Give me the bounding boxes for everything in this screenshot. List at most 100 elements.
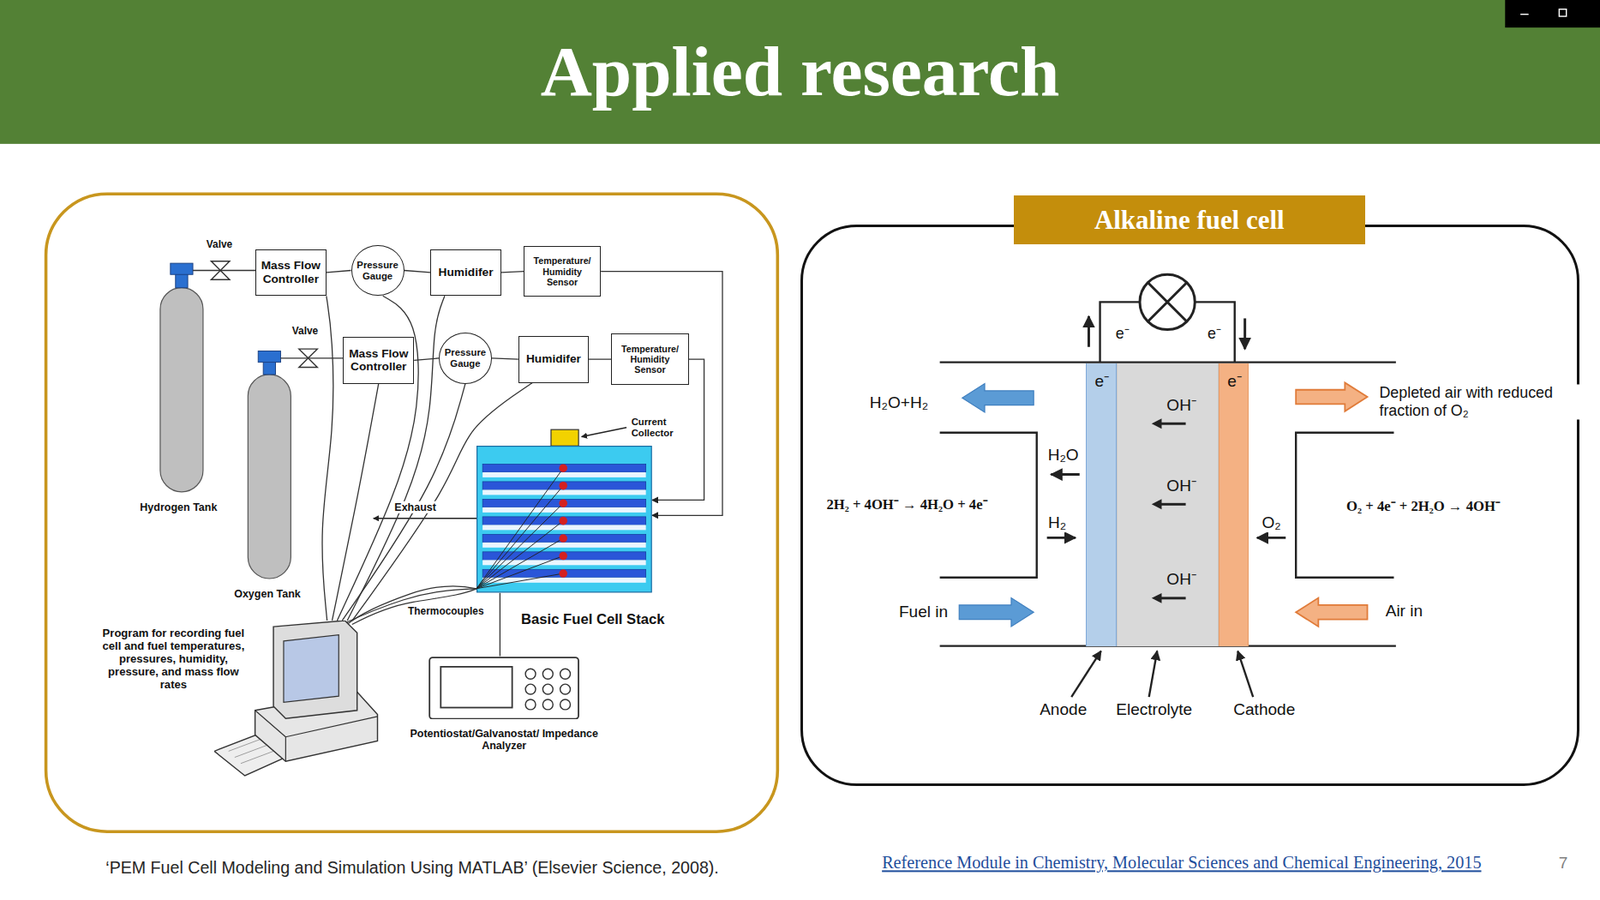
gas-tanks [160, 287, 204, 492]
left-panel-frame [46, 193, 779, 832]
alkaline-cell-drawing [1257, 536, 1286, 540]
valve-label: Valve [290, 325, 320, 338]
box-label: Humidifer [526, 352, 582, 366]
gas-line [491, 358, 519, 360]
analyzer-device [428, 656, 580, 720]
sensor-box: Temperature/ Humidity Sensor [523, 245, 601, 298]
part-label: Thermocouples [406, 606, 486, 619]
alkaline-cell-drawing [1237, 651, 1253, 698]
humidifier-box: Humidifer [518, 335, 589, 384]
reaction-equation: 2H₂ + 4OH⁻ → 4H₂O + 4e⁻ [824, 497, 989, 514]
gas-tanks [257, 351, 281, 363]
signal-wire [341, 383, 466, 621]
gas-tanks [175, 273, 188, 288]
part-label: Cathode [1231, 700, 1297, 720]
alkaline-cell-drawing [1071, 651, 1102, 698]
alkaline-cell-drawing [1295, 382, 1367, 411]
slide-title: Applied research [0, 25, 1600, 118]
gauge-label: Pressure Gauge [353, 259, 402, 282]
electron-label: e⁻ [1086, 372, 1118, 390]
alkaline-cell-drawing [1047, 536, 1076, 540]
species-label: H₂ [1046, 513, 1068, 533]
alkaline-cell-drawing [1194, 301, 1235, 362]
gas-line [404, 270, 432, 273]
box-label: Temperature/ Humidity Sensor [526, 255, 599, 288]
gauge-circle: Pressure Gauge [351, 245, 405, 297]
box-label: Mass Flow Controller [345, 347, 412, 374]
title-bar [1558, 9, 1566, 17]
connector-group [322, 270, 723, 657]
electron-label: e⁻ [1219, 372, 1251, 390]
gas-tanks [160, 263, 291, 579]
fuel-cell-stack-drawing [476, 445, 653, 593]
computer: Program for recording fuel cell and fuel… [214, 620, 383, 782]
gas-line [588, 358, 612, 360]
box-label: Temperature/ Humidity Sensor [613, 343, 686, 376]
electron-label: e⁻ [1205, 324, 1223, 343]
gas-lines-and-valves [280, 357, 344, 359]
flow-label: Fuel in [897, 602, 950, 622]
analyzer-label: Potentiostat/Galvanostat/ Impedance Anal… [407, 727, 600, 753]
signal-wire [332, 383, 379, 621]
stack-label: Basic Fuel Cell Stack [511, 611, 676, 628]
gas-line [326, 270, 352, 273]
flow-label: Air in [1384, 601, 1425, 621]
reaction-equation: O₂ + 4e⁻ + 2H₂O → 4OH⁻ [1344, 497, 1503, 515]
stack-accessories [373, 517, 477, 519]
anode-band: e⁻ [1085, 363, 1117, 647]
gas-lines-and-valves [210, 261, 229, 280]
tank-label: Hydrogen Tank [137, 501, 219, 514]
electrolyte-band: OH⁻OH⁻OH⁻ [1116, 363, 1219, 647]
alkaline-cell-drawing [1148, 282, 1187, 322]
flow-label: Depleted air with reduced fraction of O₂ [1377, 384, 1581, 420]
species-label: H₂O [1046, 445, 1081, 465]
fuel-cell-stack: Basic Fuel Cell Stack [476, 445, 653, 593]
signal-wire [336, 295, 419, 621]
alkaline-cell-drawing [1139, 274, 1195, 330]
title-bar [1504, 0, 1600, 28]
controller-box: Mass Flow Controller [255, 249, 327, 297]
humidifier-box: Humidifer [430, 249, 501, 297]
page-number: 7 [1557, 853, 1571, 873]
box-label: Humidifer [438, 265, 494, 280]
gas-tanks [247, 374, 291, 579]
gas-lines-and-valves [192, 269, 257, 271]
tank-label: Oxygen Tank [232, 587, 303, 600]
part-label: Electrolyte [1114, 700, 1194, 720]
alkaline-cell-drawing [1100, 301, 1140, 362]
controller-box: Mass Flow Controller [342, 336, 414, 384]
alkaline-cell-drawing [962, 383, 1034, 413]
gas-line [501, 271, 524, 273]
alkaline-cell-drawing [1243, 317, 1247, 349]
flow-label: Exhaust [392, 501, 438, 514]
panel-heading: Alkaline fuel cell [1013, 195, 1366, 245]
title-bar [1520, 13, 1529, 15]
sensor-box: Temperature/ Humidity Sensor [611, 333, 689, 385]
title-bar [0, 0, 1600, 144]
stack-accessories [581, 427, 627, 438]
box-label: Mass Flow Controller [257, 258, 324, 286]
cathode-band: e⁻ [1218, 363, 1250, 647]
analyzer: Potentiostat/Galvanostat/ Impedance Anal… [428, 656, 580, 720]
flow-label: H₂O+H₂ [868, 393, 930, 413]
electron-label: e⁻ [1114, 324, 1132, 343]
stack-accessories [551, 429, 579, 446]
alkaline-cell-drawing [940, 274, 1397, 697]
title-bar [0, 0, 1600, 144]
source-citation: ‘PEM Fuel Cell Modeling and Simulation U… [105, 857, 720, 878]
part-label: Current Collector [629, 416, 687, 439]
left-panel-frame [46, 193, 779, 832]
valve-label: Valve [204, 239, 234, 252]
alkaline-cell-drawing [1149, 651, 1158, 698]
species-label: O₂ [1259, 513, 1283, 533]
gauge-circle: Pressure Gauge [438, 332, 492, 384]
alkaline-cell-drawing [1148, 282, 1187, 322]
ion-label: OH⁻ [1147, 477, 1216, 494]
ion-label: OH⁻ [1147, 570, 1216, 588]
alkaline-cell-drawing [1087, 316, 1091, 348]
gas-line [499, 593, 501, 657]
gas-lines-and-valves [299, 348, 318, 367]
reference-link: Reference Module in Chemistry, Molecular… [880, 853, 1483, 874]
stack-accessories [347, 586, 477, 625]
gauge-label: Pressure Gauge [441, 347, 490, 370]
